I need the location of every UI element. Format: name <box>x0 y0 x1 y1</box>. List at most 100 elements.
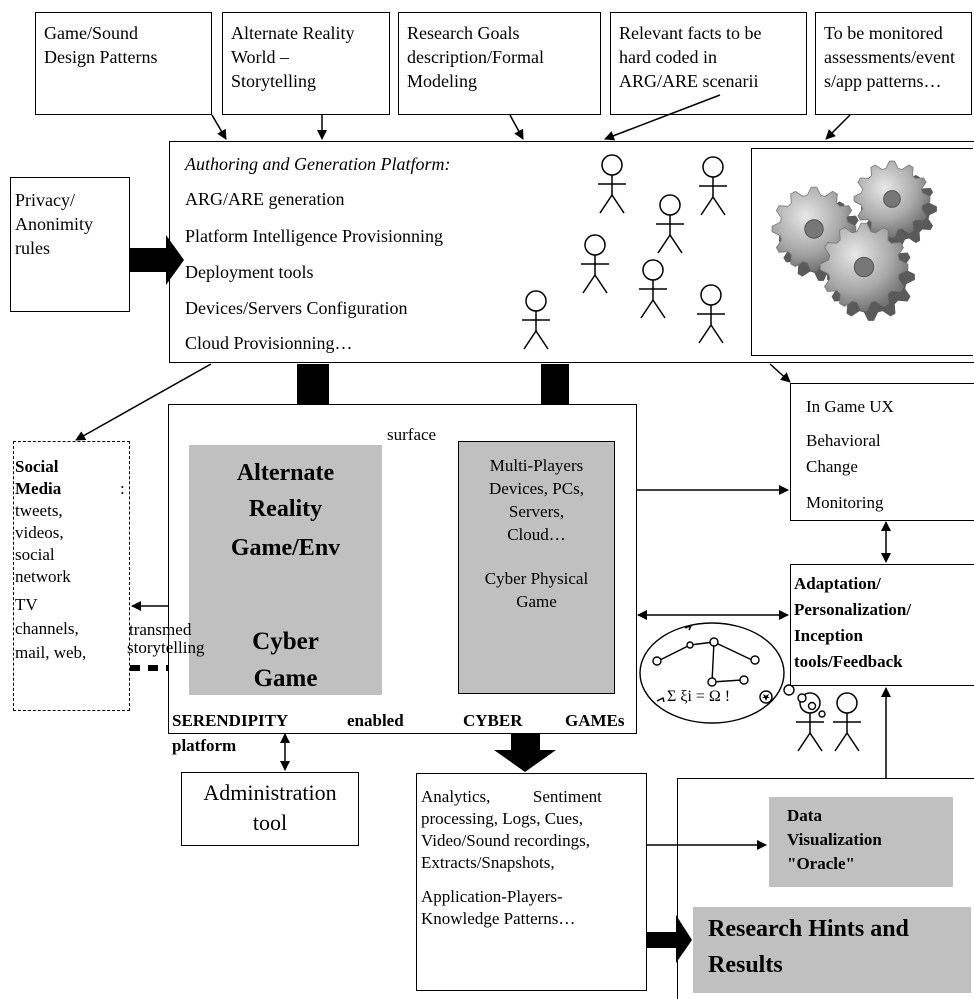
transmed-label: storytelling <box>127 638 205 657</box>
multi-line: Cloud… <box>507 525 566 544</box>
surface-label: surface <box>387 425 437 444</box>
box-line: Game/Sound <box>44 23 138 43</box>
serendipity-word: SERENDIPITY <box>172 711 289 730</box>
platform-title: Authoring and Generation Platform: <box>185 154 451 174</box>
block-arg <box>189 445 382 695</box>
analytics-line: processing, Logs, Cues, <box>421 809 583 828</box>
stick-figure-icon <box>639 259 667 319</box>
arg-line: Game/Env <box>230 535 341 561</box>
arrow-game-to-platform <box>211 114 227 140</box>
cyber-game-line: Game <box>253 665 318 692</box>
research-line: Research Hints and <box>708 916 909 942</box>
box-line: assessments/event <box>824 47 955 67</box>
arg-line: Reality <box>248 496 323 522</box>
social-line: TV <box>15 595 38 614</box>
box-social-media: Social Media : tweets, videos, social ne… <box>13 441 130 711</box>
box-relevant-facts: Relevant facts to be hard coded in ARG/A… <box>610 12 807 115</box>
multi-cyber-line: Game <box>516 592 557 611</box>
box-line: Modeling <box>407 71 477 91</box>
dataviz-line: Data <box>787 806 822 825</box>
box-line: Privacy/ <box>15 190 75 210</box>
social-line: channels, <box>15 619 79 638</box>
ingame-line: Behavioral <box>806 431 881 450</box>
ingame-line: Change <box>806 457 858 476</box>
box-adaptation: Adaptation/ Personalization/ Inception t… <box>790 564 974 686</box>
box-line: Storytelling <box>231 71 316 91</box>
multi-line: Devices, PCs, <box>489 479 584 498</box>
block-multi-players <box>458 441 615 694</box>
arg-line: Alternate <box>236 460 335 486</box>
box-analytics: Analytics, Sentiment processing, Logs, C… <box>416 773 647 991</box>
box-in-game-ux: In Game UX Behavioral Change Monitoring <box>790 383 974 521</box>
social-line: videos, <box>15 523 64 542</box>
platform-item: Deployment tools <box>185 262 314 282</box>
box-alternate-reality-world: Alternate Reality World – Storytelling <box>222 12 390 115</box>
platform-item: Cloud Provisionning… <box>185 333 353 353</box>
box-line: Research Goals <box>407 23 520 43</box>
platform-item: Devices/Servers Configuration <box>185 298 408 318</box>
arrow-research-to-platform <box>509 114 524 140</box>
arrow-monitored-to-platform <box>825 114 851 140</box>
adapt-line: Inception <box>794 626 863 645</box>
admin-line: tool <box>252 810 288 835</box>
box-research-frame <box>677 778 974 999</box>
stick-figure-icon <box>581 234 609 294</box>
box-line: Design Patterns <box>44 47 158 67</box>
gear-icon <box>819 222 915 321</box>
analytics-line: Analytics, Sentiment <box>421 787 602 806</box>
block-data-visualization <box>769 797 953 887</box>
box-privacy-rules: Privacy/ Anonimity rules <box>10 177 130 312</box>
dataviz-line: "Oracle" <box>787 854 855 873</box>
arrow-platform-to-social <box>75 363 212 441</box>
thought-formula: Σ ξi = Ω ! <box>667 688 731 705</box>
social-title: Social Media <box>15 457 62 498</box>
analytics-line: Knowledge Patterns… <box>421 909 576 928</box>
gears-icon <box>771 160 937 321</box>
multi-cyber-line: Cyber Physical <box>484 569 589 588</box>
stick-figure-icon <box>598 154 626 214</box>
box-line: World – <box>231 47 290 67</box>
stick-figure-icon <box>697 284 725 344</box>
serendipity-word: CYBER <box>463 711 523 730</box>
box-line: ARG/ARE scenarii <box>619 71 759 91</box>
ingame-line: In Game UX <box>806 397 894 416</box>
multi-line: Servers, <box>508 502 565 521</box>
ingame-line: Monitoring <box>806 493 884 512</box>
box-line: s/app patterns… <box>824 71 942 91</box>
stick-figure-icon <box>522 290 550 350</box>
box-administration-tool: Administration tool <box>181 772 359 846</box>
stick-figure-icon <box>699 156 727 216</box>
adapt-line: Personalization/ <box>794 600 912 619</box>
adapt-line: Adaptation/ <box>794 574 881 593</box>
box-line: Alternate Reality <box>231 23 355 43</box>
block-arrow-privacy-platform <box>130 235 184 285</box>
social-line: network <box>15 567 71 586</box>
box-line: description/Formal <box>407 47 544 67</box>
arrow-platform-to-ingame <box>769 363 791 383</box>
social-line: mail, web, <box>15 643 87 662</box>
block-arrow-frame-analytics <box>494 734 556 772</box>
transmed-label: transmed <box>129 620 192 639</box>
multi-line: Multi-Players <box>489 456 584 475</box>
adapt-line: tools/Feedback <box>794 652 903 671</box>
serendipity-word: GAMEs <box>565 711 625 730</box>
analytics-line: Application-Players- <box>421 887 563 906</box>
serendipity-platform: platform <box>172 736 237 755</box>
block-arrow-analytics-research <box>647 915 692 963</box>
block-research-hints <box>693 907 971 993</box>
arrow-facts-to-platform <box>604 94 721 141</box>
stick-figure-icon <box>656 194 684 254</box>
stick-figure-icon <box>833 692 861 752</box>
box-monitored-assessments: To be monitored assessments/event s/app … <box>815 12 972 115</box>
dataviz-line: Visualization <box>787 830 882 849</box>
gears-image-frame <box>751 148 973 356</box>
analytics-line: Video/Sound recordings, <box>421 831 590 850</box>
research-line: Results <box>708 952 783 978</box>
social-line: social <box>15 545 55 564</box>
box-line: rules <box>15 238 50 258</box>
gear-icon <box>853 160 937 247</box>
box-line: Anonimity <box>15 214 94 234</box>
box-line: hard coded in <box>619 47 717 67</box>
box-line: To be monitored <box>824 23 943 43</box>
